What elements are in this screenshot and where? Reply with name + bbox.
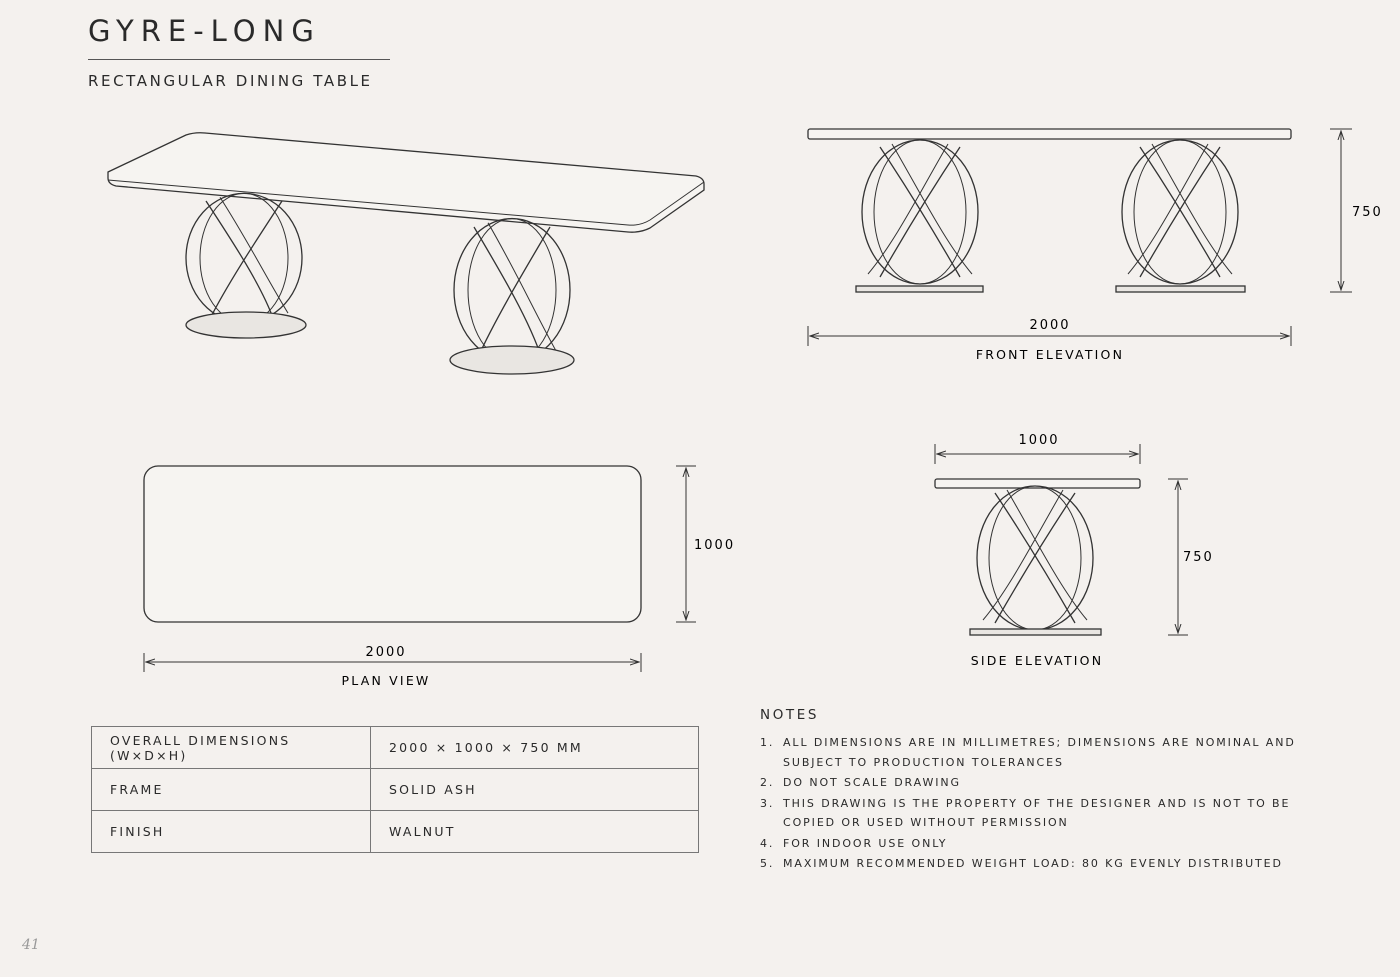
- list-item: 3. THIS DRAWING IS THE PROPERTY OF THE DE…: [760, 794, 1300, 833]
- table-row: FRAME SOLID ASH: [91, 768, 699, 811]
- spec-value: 2000 × 1000 × 750 MM: [370, 726, 699, 769]
- note-text: MAXIMUM RECOMMENDED WEIGHT LOAD: 80 KG E…: [783, 857, 1283, 870]
- note-number: 1.: [760, 736, 775, 749]
- note-text: FOR INDOOR USE ONLY: [783, 836, 948, 850]
- spec-table: OVERALL DIMENSIONS (W×D×H) 2000 × 1000 ×…: [91, 726, 699, 853]
- spec-value: WALNUT: [370, 810, 699, 853]
- plan-width-dim: 2000: [365, 645, 406, 660]
- note-number: 2.: [760, 776, 775, 789]
- front-width-dim: 2000: [1029, 318, 1070, 333]
- list-item: 4. FOR INDOOR USE ONLY: [760, 834, 1300, 854]
- plan-view-drawing: [143, 465, 696, 672]
- side-elevation-label: SIDE ELEVATION: [971, 653, 1104, 668]
- perspective-view: [107, 132, 705, 375]
- list-item: 5. MAXIMUM RECOMMENDED WEIGHT LOAD: 80 KG…: [760, 854, 1300, 874]
- plan-view-label: PLAN VIEW: [342, 673, 431, 688]
- note-text: ALL DIMENSIONS ARE IN MILLIMETRES; DIMEN…: [783, 736, 1296, 769]
- front-elevation-drawing: [807, 128, 1352, 346]
- list-item: 2. DO NOT SCALE DRAWING: [760, 773, 1300, 793]
- notes-list: 1. ALL DIMENSIONS ARE IN MILLIMETRES; DIM…: [760, 733, 1300, 875]
- side-width-dim: 1000: [1018, 433, 1059, 448]
- side-height-dim: 750: [1183, 550, 1214, 565]
- front-height-dim: 750: [1352, 205, 1383, 220]
- note-text: THIS DRAWING IS THE PROPERTY OF THE DESI…: [783, 796, 1291, 830]
- plan-depth-dim: 1000: [694, 538, 735, 553]
- table-row: OVERALL DIMENSIONS (W×D×H) 2000 × 1000 ×…: [91, 726, 699, 769]
- spec-value: SOLID ASH: [370, 768, 699, 811]
- side-elevation-drawing: [934, 444, 1188, 636]
- notes-heading: NOTES: [760, 707, 820, 723]
- note-number: 5.: [760, 857, 775, 870]
- page-title: GYRE-LONG: [88, 14, 321, 48]
- note-number: 3.: [760, 796, 775, 810]
- note-text: DO NOT SCALE DRAWING: [783, 776, 961, 789]
- page-number: 41: [22, 937, 40, 953]
- spec-key: OVERALL DIMENSIONS (W×D×H): [91, 726, 371, 769]
- page-subtitle: RECTANGULAR DINING TABLE: [88, 72, 373, 90]
- table-row: FINISH WALNUT: [91, 810, 699, 853]
- spec-key: FINISH: [91, 810, 371, 853]
- title-divider: [88, 59, 390, 60]
- spec-key: FRAME: [91, 768, 371, 811]
- list-item: 1. ALL DIMENSIONS ARE IN MILLIMETRES; DIM…: [760, 733, 1300, 772]
- front-elevation-label: FRONT ELEVATION: [976, 347, 1124, 362]
- note-number: 4.: [760, 836, 775, 850]
